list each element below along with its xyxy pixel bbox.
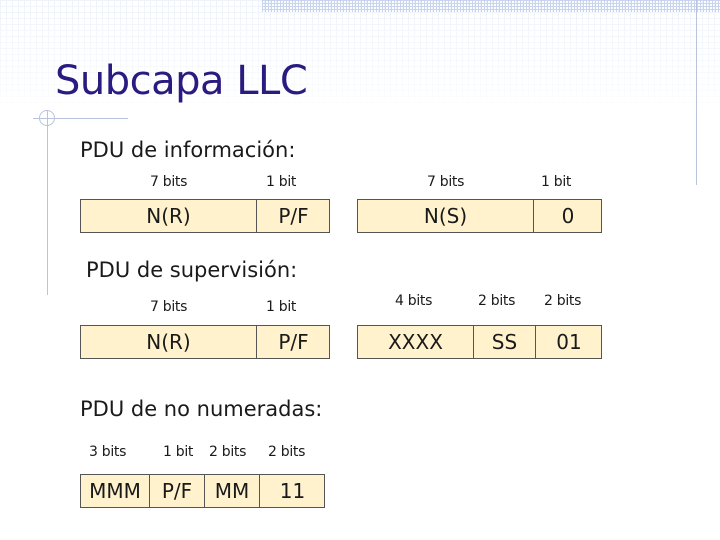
supervision-pdu-heading: PDU de supervisión: (86, 258, 298, 282)
slide-title: Subcapa LLC (55, 58, 308, 104)
unnumbered-label-pf-bits: 1 bit (163, 444, 194, 460)
supervision-cell-pf: P/F (256, 326, 330, 358)
info-cell-pf: P/F (256, 200, 330, 232)
info-cell-zero: 0 (533, 200, 602, 232)
info-pdu-left-frame: N(R) P/F (80, 199, 330, 233)
supervision-pdu-right-frame: XXXX SS 01 (357, 325, 602, 359)
unnumbered-cell-11: 11 (259, 475, 325, 507)
info-label-zero-bits: 1 bit (541, 174, 572, 190)
info-label-ns-bits: 7 bits (427, 174, 465, 190)
unnumbered-label-mmm-bits: 3 bits (89, 444, 127, 460)
info-pdu-heading: PDU de información: (80, 138, 296, 162)
unnumbered-pdu-heading: PDU de no numeradas: (80, 397, 323, 421)
left-vertical-rule (47, 110, 48, 295)
info-cell-ns: N(S) (423, 204, 468, 228)
supervision-label-pf-bits: 1 bit (266, 299, 297, 315)
crosshair-circle-decoration (39, 110, 55, 126)
unnumbered-label-11-bits: 2 bits (268, 444, 306, 460)
supervision-pdu-left-frame: N(R) P/F (80, 325, 330, 359)
background-grid-fade (0, 0, 720, 115)
supervision-cell-xxxx: XXXX (388, 330, 443, 354)
info-pdu-right-frame: N(S) 0 (357, 199, 602, 233)
unnumbered-label-mm-bits: 2 bits (209, 444, 247, 460)
supervision-label-xxxx-bits: 4 bits (395, 293, 433, 309)
unnumbered-cell-mm: MM (204, 475, 259, 507)
supervision-label-ss-bits: 2 bits (478, 293, 516, 309)
info-label-nr-bits: 7 bits (150, 174, 188, 190)
supervision-cell-ss: SS (473, 326, 535, 358)
unnumbered-pdu-frame: MMM P/F MM 11 (80, 474, 325, 508)
supervision-label-nr-bits: 7 bits (150, 299, 188, 315)
info-cell-nr: N(R) (146, 204, 191, 228)
supervision-cell-nr: N(R) (146, 330, 191, 354)
supervision-label-01-bits: 2 bits (544, 293, 582, 309)
unnumbered-cell-pf: P/F (149, 475, 204, 507)
top-pattern-band (262, 0, 720, 12)
right-vertical-rule (696, 0, 697, 185)
unnumbered-cell-mmm: MMM (89, 479, 141, 503)
title-underline-rule (33, 118, 128, 119)
supervision-cell-01: 01 (535, 326, 602, 358)
info-label-pf-bits: 1 bit (266, 174, 297, 190)
